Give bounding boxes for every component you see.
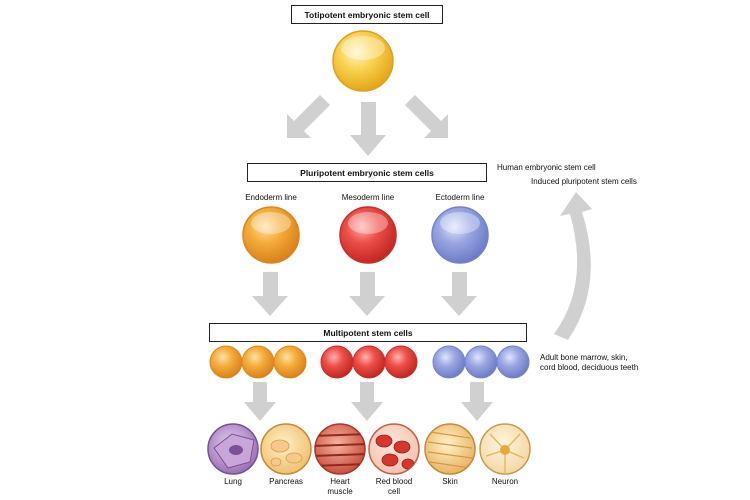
red-blood-cell-image — [368, 423, 420, 475]
mesoderm-cell — [339, 206, 397, 264]
adult-note-line2: cord blood, deciduous teeth — [540, 363, 639, 372]
arrow-to-mesoderm-cells — [351, 382, 383, 421]
mesoderm-label: Mesoderm line — [341, 193, 395, 202]
arrow-ectoderm — [441, 272, 477, 316]
lung-label: Lung — [224, 477, 242, 486]
human-embryonic-note: Human embryonic stem cell — [497, 163, 596, 172]
endoderm-cell — [242, 206, 300, 264]
red-blood-cell-label-2: cell — [387, 487, 401, 496]
arrow-to-endoderm-cells — [244, 382, 276, 421]
arrow-right — [405, 95, 448, 138]
heart-muscle-label-1: Heart — [330, 477, 350, 486]
multipotent-title-box: Multipotent stem cells — [209, 323, 527, 342]
multipotent-title: Multipotent stem cells — [323, 327, 413, 338]
totipotent-cell — [332, 30, 394, 92]
ectoderm-cell — [431, 206, 489, 264]
pluripotent-title: Pluripotent embryonic stem cells — [300, 167, 434, 178]
multipotent-ectoderm-cells — [432, 345, 530, 379]
neuron-label: Neuron — [491, 477, 519, 486]
skin-cell-image — [424, 423, 476, 475]
multipotent-mesoderm-cells — [320, 345, 418, 379]
pancreas-cell-image — [260, 423, 312, 475]
pluripotent-title-box: Pluripotent embryonic stem cells — [247, 163, 487, 182]
induced-curved-arrow — [554, 192, 592, 340]
arrow-center — [350, 102, 386, 156]
arrow-endoderm — [252, 272, 288, 316]
skin-label: Skin — [442, 477, 458, 486]
totipotent-title-box: Totipotent embryonic stem cell — [291, 5, 443, 24]
heart-muscle-cell-image — [314, 423, 366, 475]
ectoderm-label: Ectoderm line — [435, 193, 485, 202]
arrows-middle — [252, 272, 477, 316]
arrow-mesoderm — [349, 272, 385, 316]
adult-note-line1: Adult bone marrow, skin, — [540, 353, 628, 362]
red-blood-cell-label-1: Red blood — [375, 477, 413, 486]
heart-muscle-label-2: muscle — [327, 487, 353, 496]
induced-note: Induced pluripotent stem cells — [531, 177, 637, 186]
neuron-cell-image — [479, 423, 531, 475]
lung-cell-image — [207, 423, 259, 475]
multipotent-endoderm-cells — [209, 345, 307, 379]
endoderm-label: Endoderm line — [245, 193, 297, 202]
arrows-bottom — [244, 382, 493, 421]
arrows-top — [287, 95, 448, 156]
pancreas-label: Pancreas — [269, 477, 303, 486]
arrow-to-ectoderm-cells — [461, 382, 493, 421]
arrow-left — [287, 95, 330, 138]
totipotent-title: Totipotent embryonic stem cell — [304, 9, 430, 20]
